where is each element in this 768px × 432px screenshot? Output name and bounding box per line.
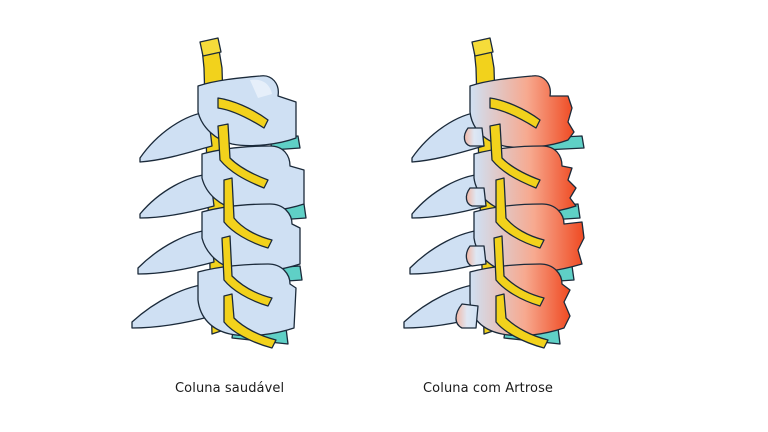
vertebra bbox=[131, 263, 297, 337]
healthy-spine-illustration bbox=[131, 37, 307, 349]
nerve-root bbox=[489, 123, 541, 189]
nerve-root bbox=[223, 177, 273, 249]
caption-arthrosis-spine: Coluna com Artrose bbox=[423, 381, 554, 396]
nerve-root bbox=[489, 97, 541, 129]
nerve-root bbox=[493, 235, 545, 307]
spinal-cord-cap bbox=[471, 37, 494, 57]
nerve-root bbox=[495, 177, 545, 249]
nerve-root bbox=[221, 235, 273, 307]
nerve-root bbox=[217, 123, 269, 189]
vertebra-arthrosis bbox=[403, 263, 571, 337]
nerve-root bbox=[223, 293, 277, 349]
caption-healthy-spine: Coluna saudável bbox=[175, 381, 285, 396]
arthrosis-spine-illustration bbox=[403, 37, 585, 349]
nerve-root bbox=[217, 97, 269, 129]
nerve-root bbox=[495, 293, 549, 349]
spinal-cord-cap bbox=[199, 37, 222, 57]
